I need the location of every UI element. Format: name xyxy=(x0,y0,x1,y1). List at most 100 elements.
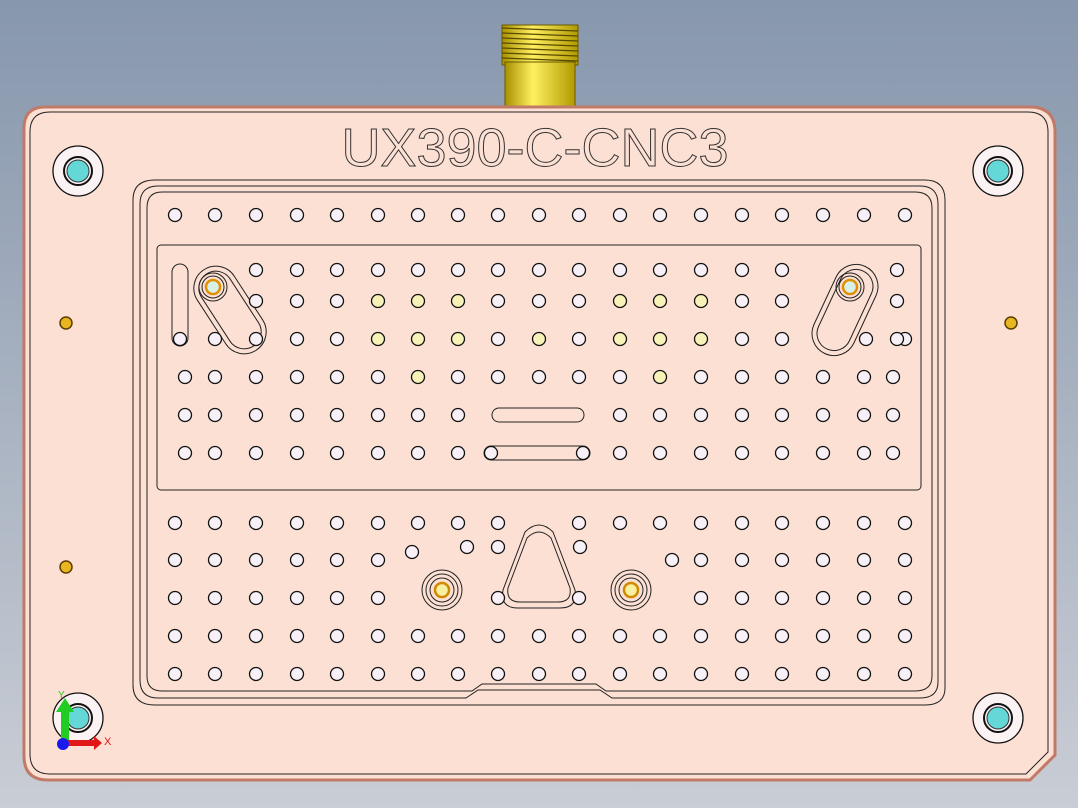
hole xyxy=(856,445,872,461)
hole xyxy=(774,407,790,423)
hole xyxy=(693,552,709,568)
hole xyxy=(571,262,587,278)
hole xyxy=(612,445,628,461)
hole xyxy=(571,515,587,531)
hole xyxy=(289,262,305,278)
hole xyxy=(289,552,305,568)
hole xyxy=(370,445,386,461)
hole xyxy=(612,262,628,278)
hole xyxy=(856,590,872,606)
hole xyxy=(410,207,426,223)
hole xyxy=(693,590,709,606)
hole xyxy=(734,552,750,568)
hole xyxy=(856,552,872,568)
hole xyxy=(897,590,913,606)
pocket xyxy=(132,179,946,706)
hole xyxy=(329,369,345,385)
hole xyxy=(289,445,305,461)
hole xyxy=(177,407,193,423)
hole xyxy=(370,331,386,347)
hole xyxy=(693,369,709,385)
hole xyxy=(289,590,305,606)
dowel-pin xyxy=(59,316,73,330)
hole xyxy=(815,369,831,385)
hole xyxy=(856,628,872,644)
hole xyxy=(897,628,913,644)
hole xyxy=(329,590,345,606)
hole xyxy=(693,293,709,309)
hole xyxy=(167,666,183,682)
screw-hole xyxy=(622,581,640,599)
hole xyxy=(856,515,872,531)
hole xyxy=(815,445,831,461)
hole xyxy=(450,369,466,385)
hole xyxy=(167,515,183,531)
hole xyxy=(693,331,709,347)
hole xyxy=(734,628,750,644)
hole xyxy=(774,590,790,606)
hole xyxy=(856,407,872,423)
hole xyxy=(289,666,305,682)
hole xyxy=(490,331,506,347)
hole xyxy=(531,666,547,682)
hole xyxy=(329,552,345,568)
hole xyxy=(652,207,668,223)
hole xyxy=(490,666,506,682)
hole xyxy=(734,369,750,385)
hole xyxy=(167,590,183,606)
hole xyxy=(167,628,183,644)
hole xyxy=(370,369,386,385)
hole xyxy=(571,369,587,385)
hole xyxy=(734,262,750,278)
hole xyxy=(612,515,628,531)
hole xyxy=(734,407,750,423)
hole xyxy=(404,544,420,560)
triad-x-label: X xyxy=(104,736,112,748)
hole xyxy=(248,552,264,568)
hole xyxy=(774,666,790,682)
hole xyxy=(177,369,193,385)
hole xyxy=(490,515,506,531)
hole xyxy=(571,590,587,606)
hole xyxy=(370,207,386,223)
bushing xyxy=(986,159,1010,183)
hole xyxy=(289,331,305,347)
hole xyxy=(207,666,223,682)
connector-fitting xyxy=(501,24,579,107)
hole xyxy=(370,407,386,423)
hole xyxy=(774,445,790,461)
hole xyxy=(571,628,587,644)
hole xyxy=(734,445,750,461)
hole xyxy=(289,293,305,309)
hole xyxy=(652,293,668,309)
hole xyxy=(248,590,264,606)
hole xyxy=(889,262,905,278)
hole xyxy=(734,515,750,531)
hole xyxy=(815,590,831,606)
hole xyxy=(450,407,466,423)
hole xyxy=(612,407,628,423)
hole xyxy=(856,207,872,223)
teardrop-pocket xyxy=(502,524,576,609)
hole xyxy=(207,515,223,531)
hole xyxy=(693,445,709,461)
hole xyxy=(652,262,668,278)
hole xyxy=(410,369,426,385)
hole xyxy=(693,515,709,531)
hole xyxy=(248,628,264,644)
hole xyxy=(207,407,223,423)
hole xyxy=(450,515,466,531)
hole xyxy=(329,407,345,423)
hole xyxy=(652,515,668,531)
hole xyxy=(885,369,901,385)
hole xyxy=(248,666,264,682)
hole xyxy=(815,407,831,423)
hole xyxy=(858,331,874,347)
screw-hole xyxy=(841,278,859,296)
hole xyxy=(652,628,668,644)
hole xyxy=(774,262,790,278)
hole xyxy=(248,369,264,385)
hole xyxy=(329,207,345,223)
hole xyxy=(490,262,506,278)
